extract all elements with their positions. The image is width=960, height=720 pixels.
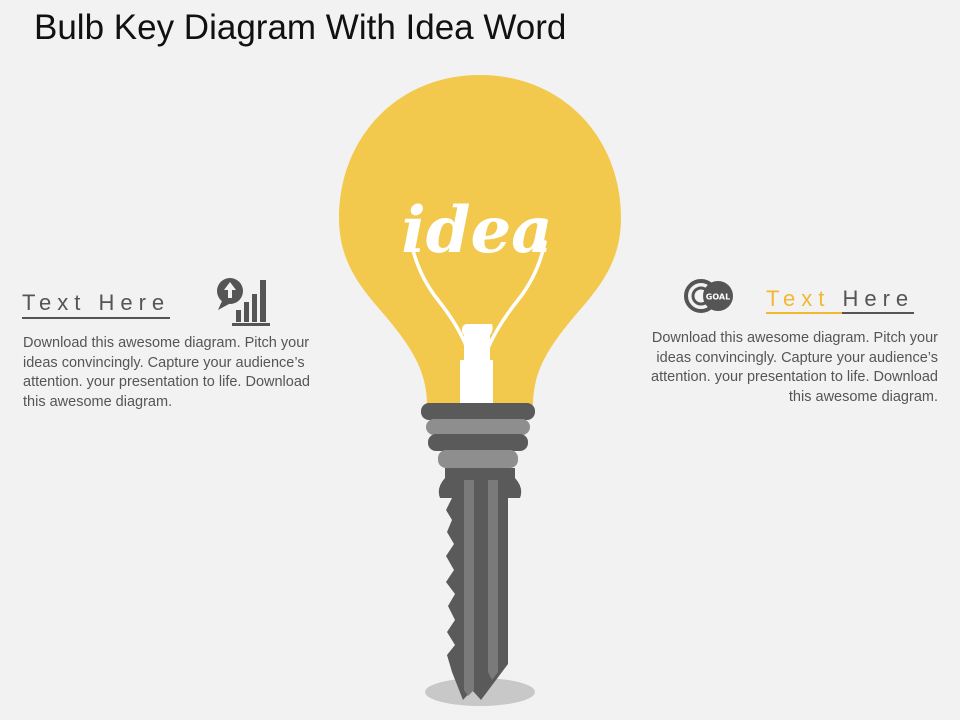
- base-ring-1: [421, 403, 535, 420]
- key-blade: [438, 468, 522, 700]
- right-heading-part1: Text: [766, 286, 843, 314]
- filament-cap: [462, 324, 492, 336]
- filament-wire-right: [486, 240, 547, 350]
- goal-icon-label: GOAL: [706, 293, 730, 302]
- base-ring-3: [428, 434, 528, 451]
- filament-holder: [460, 324, 493, 404]
- left-heading: Text Here: [22, 290, 171, 319]
- filament-wire-left: [409, 240, 469, 350]
- base-ring-4: [438, 450, 518, 468]
- growth-chart-icon: [217, 278, 270, 326]
- idea-word: idea: [401, 193, 552, 268]
- right-heading: Text Here: [766, 286, 915, 314]
- bulb-glass: [339, 75, 621, 405]
- right-body-text: Download this awesome diagram. Pitch you…: [651, 330, 938, 405]
- key-groove-light: [488, 480, 498, 680]
- page-title: Bulb Key Diagram With Idea Word: [34, 8, 567, 47]
- base-ring-2: [426, 419, 530, 435]
- left-body-text: Download this awesome diagram. Pitch you…: [23, 335, 310, 410]
- key-groove-dark: [464, 480, 474, 696]
- right-heading-part2: Here: [842, 286, 915, 314]
- goal-target-icon: GOAL: [684, 279, 733, 313]
